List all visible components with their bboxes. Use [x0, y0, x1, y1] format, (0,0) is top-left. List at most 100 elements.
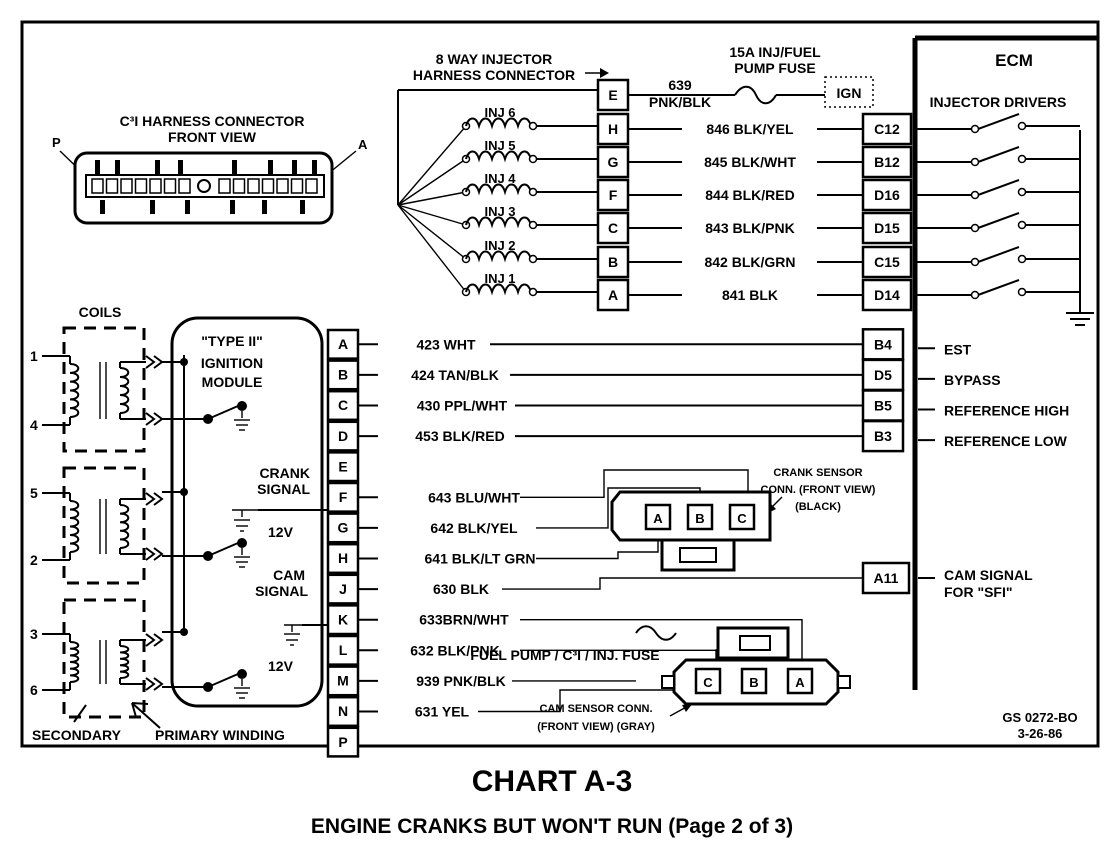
terminal-chevron	[145, 412, 156, 426]
module-pin-label: M	[337, 673, 349, 689]
fuse-label: 15A INJ/FUEL	[729, 44, 821, 60]
c3i-pin	[218, 178, 231, 194]
driver-contact	[970, 124, 980, 134]
c3i-pin	[91, 178, 104, 194]
ecm-injector-pin	[861, 178, 913, 212]
ecm-injector-pin-label: B12	[874, 154, 900, 170]
ecm-signal-label: REFERENCE LOW	[944, 433, 1068, 449]
injector-connector-pin	[596, 145, 630, 179]
module-wire-label: 631 YEL	[415, 704, 470, 720]
secondary-winding	[69, 363, 80, 418]
module-pin-label: N	[338, 703, 348, 719]
c3i-key	[155, 160, 160, 174]
switch-contact	[237, 401, 247, 411]
cam-sensor-pin	[740, 667, 768, 695]
cam-sensor-pin-label: A	[795, 675, 805, 690]
module-pin-label: A	[338, 336, 348, 352]
injector-connector-pin-label: C	[608, 220, 618, 236]
injector-wire-label: 841 BLK	[722, 287, 778, 303]
coil-number: 4	[30, 417, 38, 433]
c3i-pin	[290, 178, 304, 194]
module-pin	[326, 634, 360, 666]
cam-sensor-pin	[786, 667, 814, 695]
terminal-chevron	[145, 492, 156, 506]
terminal-chevron	[153, 492, 164, 506]
crank-sensor-connector: CRANK SENSOR CONN. (FRONT VIEW) (BLACK) …	[610, 467, 876, 572]
module-pin-label: K	[338, 611, 348, 627]
c3i-pin	[305, 178, 318, 194]
coil-number: 2	[30, 552, 38, 568]
ecm-signal-label: BYPASS	[944, 372, 1001, 388]
injector-coil	[465, 216, 532, 229]
cam-sensor-label: CAM SENSOR CONN.	[539, 703, 652, 715]
driver-contact	[1017, 121, 1027, 131]
c3i-key	[292, 160, 297, 174]
injector-connector-pin-label: A	[608, 287, 618, 303]
module-pin-label: P	[338, 734, 347, 750]
cam-sensor-pin-label: C	[703, 675, 713, 690]
secondary-winding	[69, 500, 80, 553]
ecm-injector-pin-label: D14	[874, 287, 900, 303]
injector-connector-pin	[596, 245, 630, 279]
crank-signal-label: CRANK	[259, 465, 310, 481]
primary-winding	[119, 367, 130, 414]
ecm-pin-label: B5	[874, 398, 892, 414]
injector-coil	[465, 283, 532, 296]
c3i-key	[185, 200, 190, 214]
module-wire-label: 453 BLK/RED	[415, 428, 504, 444]
diagram-frame	[20, 20, 1100, 748]
coils-title: COILS	[79, 304, 122, 320]
injector-connector-pin	[596, 211, 630, 245]
coil-number: 3	[30, 626, 38, 642]
module-wire-label: 630 BLK	[433, 581, 489, 597]
injector-harness: 8 WAY INJECTOR HARNESS CONNECTOR 15A INJ…	[397, 44, 913, 312]
secondary-label: SECONDARY	[32, 727, 122, 743]
crank-signal-label-2: SIGNAL	[257, 481, 310, 497]
injector-connector-pin-label: E	[608, 87, 617, 103]
ecm-injector-pin	[861, 112, 913, 146]
terminal-chevron	[153, 547, 164, 561]
module-title: "TYPE II"	[201, 333, 263, 349]
ecm-pin-label: A11	[874, 570, 899, 586]
crank-sensor-label-2: CONN. (FRONT VIEW)	[761, 484, 876, 496]
c3i-pin-p: P	[52, 135, 61, 150]
c3i-pin	[105, 178, 119, 194]
c3i-key	[232, 160, 237, 174]
module-wire-label: 424 TAN/BLK	[411, 367, 499, 383]
c3i-key	[178, 160, 183, 174]
module-wire-label: 632 BLK/PNK	[410, 642, 499, 658]
c3i-key	[300, 200, 305, 214]
c3i-connector: C³I HARNESS CONNECTOR FRONT VIEW P A	[52, 113, 368, 225]
injector-wire-label: 843 BLK/PNK	[705, 220, 794, 236]
injector-coil	[465, 150, 532, 163]
injector-wire-label: 844 BLK/RED	[705, 187, 794, 203]
crank-sensor-pin	[686, 503, 714, 531]
doc-date: 3-26-86	[1018, 726, 1063, 741]
module-pin-label: G	[338, 520, 349, 536]
driver-contact	[1017, 254, 1027, 264]
module-pin-label: L	[339, 642, 348, 658]
injector-coil	[465, 117, 532, 130]
c3i-key	[150, 200, 155, 214]
cam-signal-label-2: SIGNAL	[255, 583, 308, 599]
c3i-pin	[232, 178, 246, 194]
terminal-chevron	[145, 547, 156, 561]
driver-contact	[970, 223, 980, 233]
fuse-label-2: PUMP FUSE	[734, 60, 815, 76]
module-title-3: MODULE	[202, 374, 263, 390]
injector-connector-label: 8 WAY INJECTOR	[436, 51, 552, 67]
injector-connector-pin	[596, 178, 630, 212]
c3i-key	[230, 200, 235, 214]
injector-label: INJ 4	[484, 171, 516, 186]
module-pin	[326, 420, 360, 452]
c3i-key	[95, 160, 100, 174]
driver-contact	[1017, 287, 1027, 297]
fuel-pump-fuse-label: FUEL PUMP / C³I / INJ. FUSE	[470, 647, 659, 663]
injector-label: INJ 6	[484, 105, 515, 120]
injector-wire-label: 846 BLK/YEL	[706, 121, 794, 137]
cam-sensor-pin-label: B	[749, 675, 758, 690]
crank-sensor-pin-label: C	[737, 511, 747, 526]
ecm-title: ECM	[995, 51, 1033, 70]
module-wire-label: 633BRN/WHT	[419, 612, 509, 628]
ecm-injector-pin	[861, 211, 913, 245]
